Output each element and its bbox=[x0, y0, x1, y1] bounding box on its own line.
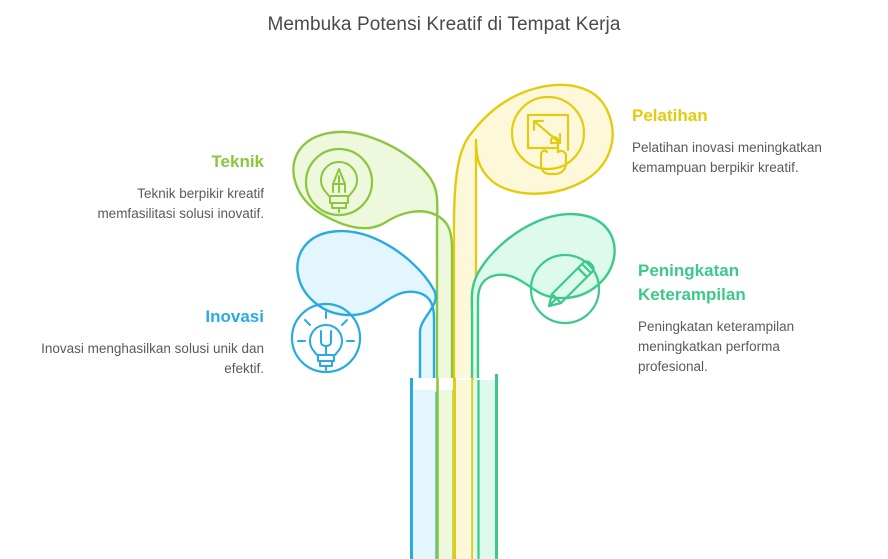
icon-circle-inovasi bbox=[290, 302, 362, 374]
stem-band-yellow bbox=[453, 374, 474, 559]
stem-band-blue bbox=[410, 378, 438, 559]
lightbulb-rays-icon bbox=[297, 311, 355, 371]
branch-inovasi-body: Inovasi menghasilkan solusi unik dan efe… bbox=[41, 341, 264, 376]
branch-teknik-body: Teknik berpikir kreatif memfasilitasi so… bbox=[97, 186, 264, 221]
branch-inovasi-heading: Inovasi bbox=[205, 307, 264, 326]
branch-peningkatan: Peningkatan Keterampilan Peningkatan ket… bbox=[638, 259, 848, 377]
stem-band-green bbox=[436, 378, 455, 559]
pencil-icon bbox=[547, 260, 595, 308]
petal-pelatihan bbox=[452, 83, 614, 378]
branch-peningkatan-heading: Peningkatan Keterampilan bbox=[638, 261, 746, 304]
petal-peningkatan bbox=[470, 212, 616, 378]
resize-hand-icon bbox=[526, 113, 570, 176]
petal-inovasi bbox=[290, 229, 437, 378]
stem-band-teal bbox=[473, 374, 498, 559]
petal-teknik bbox=[292, 130, 454, 378]
branch-pelatihan: Pelatihan Pelatihan inovasi meningkatkan… bbox=[632, 104, 842, 178]
branch-pelatihan-body: Pelatihan inovasi meningkatkan kemampuan… bbox=[632, 140, 822, 175]
branch-teknik-heading: Teknik bbox=[211, 152, 264, 171]
lightbulb-pen-icon bbox=[320, 161, 358, 213]
branch-inovasi: Inovasi Inovasi menghasilkan solusi unik… bbox=[38, 305, 264, 379]
branch-peningkatan-body: Peningkatan keterampilan meningkatkan pe… bbox=[638, 319, 795, 374]
icon-circle-teknik bbox=[304, 147, 374, 217]
page-title: Membuka Potensi Kreatif di Tempat Kerja bbox=[267, 14, 621, 35]
branch-pelatihan-heading: Pelatihan bbox=[632, 106, 708, 125]
icon-circle-peningkatan bbox=[529, 253, 601, 325]
branch-teknik: Teknik Teknik berpikir kreatif memfasili… bbox=[68, 150, 264, 224]
icon-circle-pelatihan bbox=[510, 95, 586, 171]
